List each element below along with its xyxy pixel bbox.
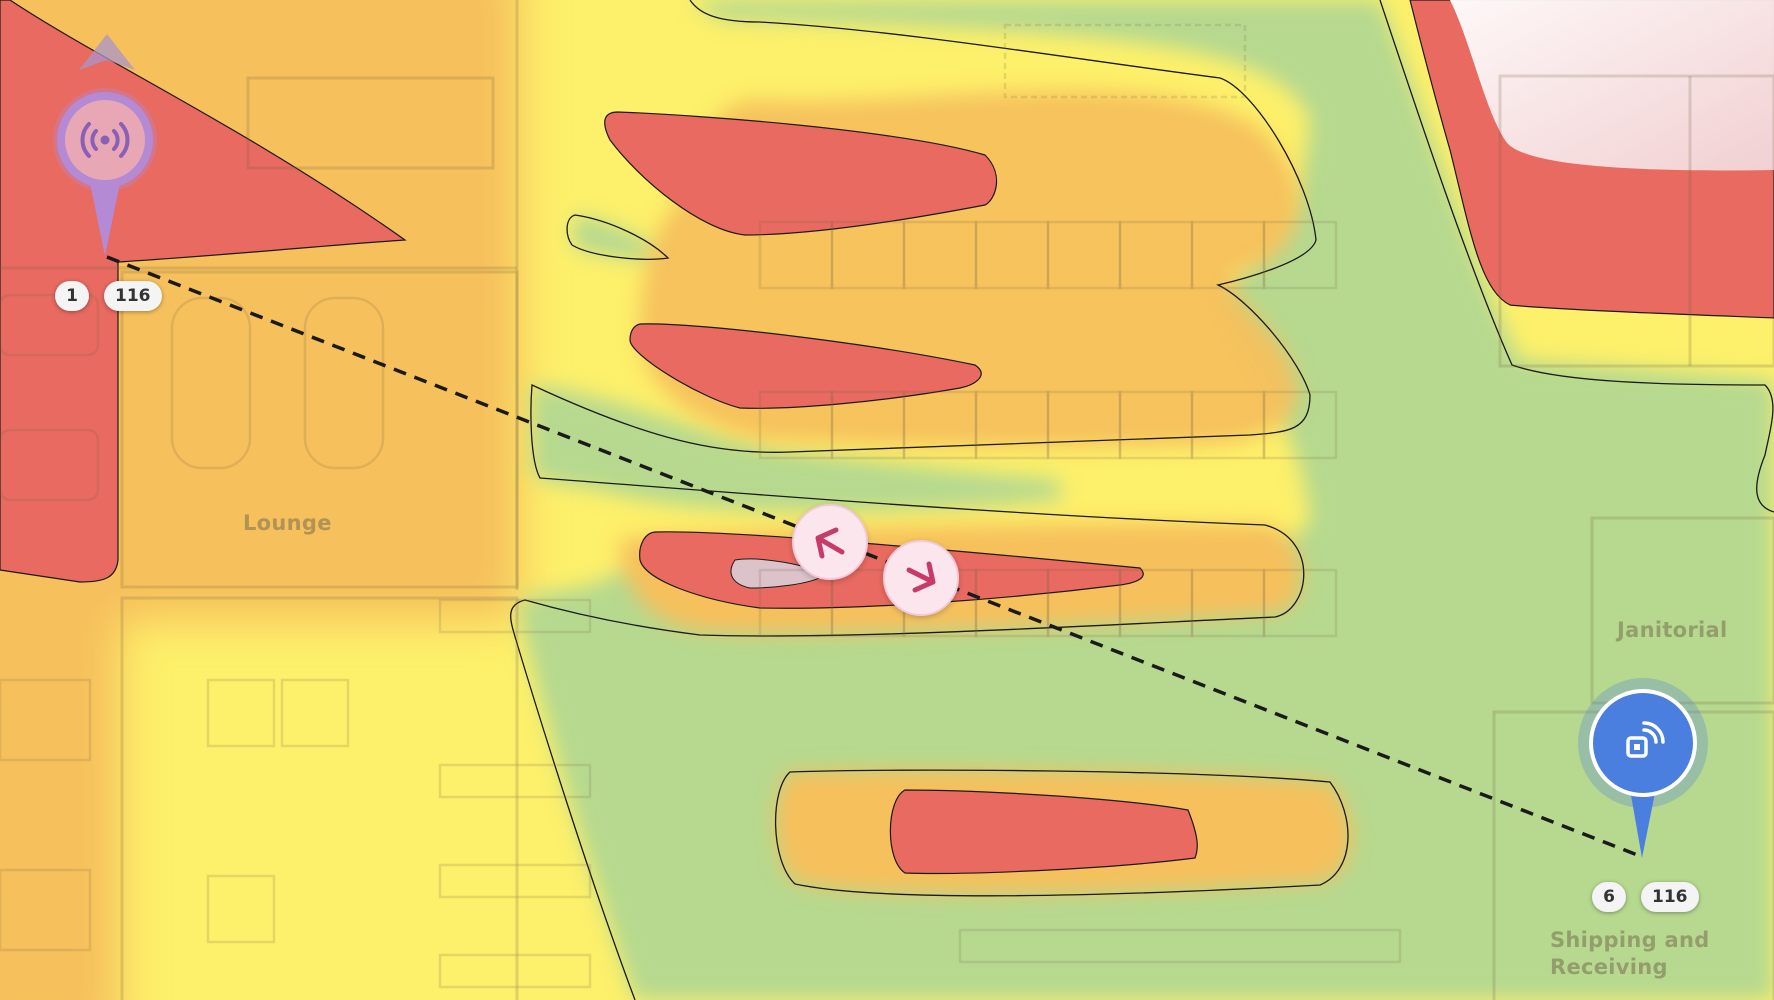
ap-value-badge: 116 — [104, 281, 162, 311]
room-label-lounge: Lounge — [243, 511, 332, 535]
arrow-left-icon — [815, 527, 845, 559]
previous-button[interactable] — [792, 504, 868, 580]
arrow-right-icon — [906, 561, 936, 593]
room-label-janitorial: Janitorial — [1617, 618, 1728, 642]
north-arrow-icon — [79, 34, 135, 70]
connection-path — [106, 255, 1641, 858]
ap-index-badge: 6 — [1592, 882, 1626, 912]
wireless-device-icon — [1626, 721, 1665, 758]
ap-value-badge: 116 — [1641, 882, 1699, 912]
access-point-pin-6[interactable] — [1578, 678, 1708, 862]
broadcast-icon — [80, 122, 130, 158]
access-point-pin-1[interactable] — [52, 88, 158, 262]
room-label-shipping-line1: Shipping and — [1550, 928, 1710, 952]
ap-index-badge: 1 — [55, 281, 89, 311]
next-button[interactable] — [883, 540, 959, 616]
room-label-shipping-line2: Receiving — [1550, 955, 1668, 979]
